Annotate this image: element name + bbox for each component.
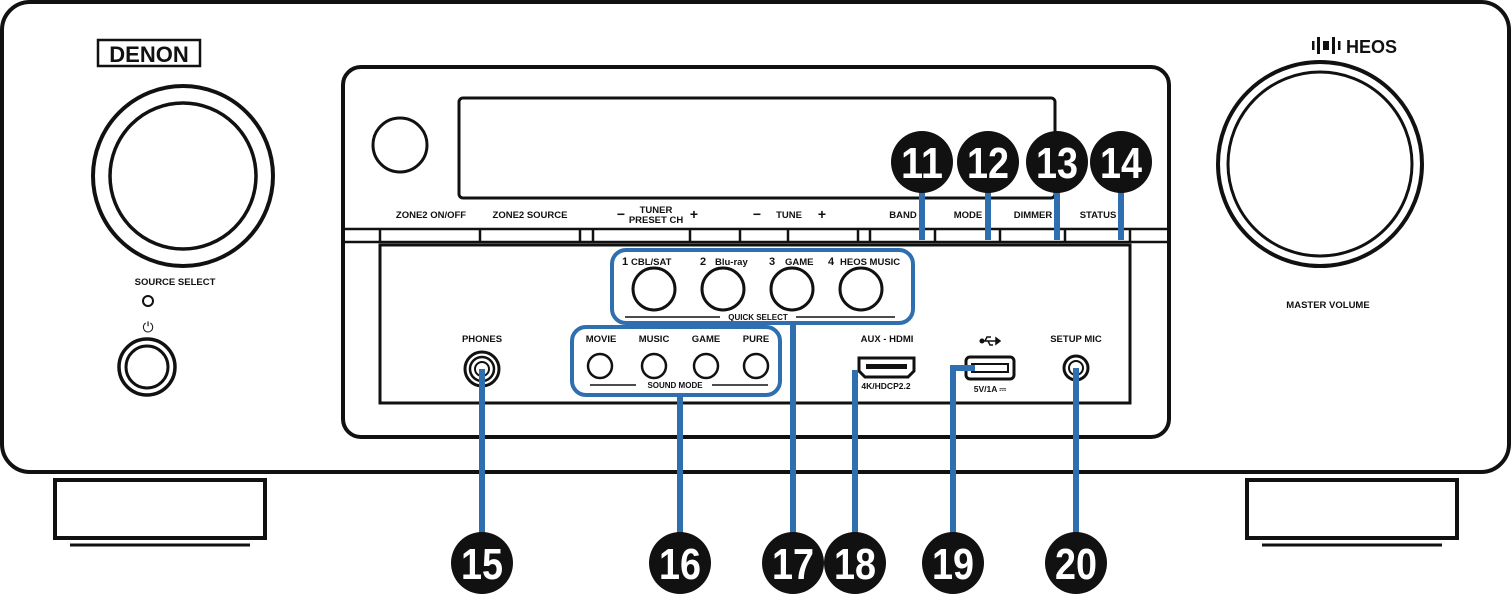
- power-button[interactable]: [117, 337, 177, 397]
- svg-text:19: 19: [932, 540, 974, 589]
- svg-text:4: 4: [828, 256, 835, 268]
- quick-select-1-button[interactable]: [631, 266, 677, 312]
- quick-select-2-button[interactable]: [700, 266, 746, 312]
- svg-text:14: 14: [1100, 139, 1142, 188]
- mode-button[interactable]: MODE: [954, 210, 983, 221]
- sound-mode-label: SOUND MODE: [647, 381, 703, 390]
- callout-13: 13: [1026, 131, 1088, 193]
- svg-text:2: 2: [700, 256, 706, 268]
- callout-12: 12: [957, 131, 1019, 193]
- callout-17: 17: [762, 532, 824, 594]
- source-select-knob[interactable]: [91, 84, 275, 268]
- callout-14: 14: [1090, 131, 1152, 193]
- sound-mode-game-button[interactable]: [692, 352, 720, 380]
- svg-text:12: 12: [967, 139, 1009, 188]
- quick-select-buttons[interactable]: [631, 266, 884, 312]
- quick-select-3-button[interactable]: [769, 266, 815, 312]
- callout-20: 20: [1045, 532, 1107, 594]
- remote-sensor: [371, 116, 429, 174]
- sound-mode-music-button[interactable]: [640, 352, 668, 380]
- svg-text:11: 11: [901, 139, 943, 188]
- zone2-onoff-button[interactable]: ZONE2 ON/OFF: [396, 210, 466, 221]
- source-select-label: SOURCE SELECT: [135, 277, 216, 288]
- band-button[interactable]: BAND: [889, 210, 917, 221]
- tuner-label-line1: TUNER: [640, 205, 673, 216]
- left-foot: [53, 478, 267, 540]
- tuner-preset-minus-button[interactable]: −: [617, 206, 625, 222]
- status-button[interactable]: STATUS: [1080, 210, 1117, 221]
- svg-text:3: 3: [769, 256, 775, 268]
- tune-label: TUNE: [776, 210, 802, 221]
- power-indicator-led: [142, 295, 154, 307]
- usb-icon: [979, 336, 1002, 346]
- callout-15: 15: [451, 532, 513, 594]
- svg-text:1: 1: [622, 256, 628, 268]
- setup-mic-label: SETUP MIC: [1050, 334, 1102, 345]
- master-volume-label: MASTER VOLUME: [1286, 300, 1369, 311]
- usb-spec-label: 5V/1A ⎓: [974, 384, 1008, 394]
- quick-select-labels: 1 CBL/SAT 2 Blu-ray 3 GAME 4 HEOS MUSIC: [622, 256, 900, 268]
- svg-text:20: 20: [1055, 540, 1097, 589]
- tune-plus-button[interactable]: +: [818, 206, 826, 222]
- tune-minus-button[interactable]: −: [753, 206, 761, 222]
- hdmi-port[interactable]: [857, 356, 916, 379]
- denon-logo-box: [96, 38, 202, 68]
- master-volume-knob[interactable]: [1216, 60, 1424, 268]
- svg-text:17: 17: [772, 540, 814, 589]
- sound-mode-highlight: [570, 325, 782, 397]
- phones-label: PHONES: [462, 334, 502, 345]
- quick-select-label: QUICK SELECT: [728, 313, 788, 322]
- svg-text:HEOS MUSIC: HEOS MUSIC: [840, 257, 900, 268]
- tuner-preset-plus-button[interactable]: +: [690, 206, 698, 222]
- svg-text:GAME: GAME: [785, 257, 814, 268]
- svg-text:13: 13: [1036, 139, 1078, 188]
- denon-logo: DENON: [109, 42, 188, 67]
- callout-19: 19: [922, 532, 984, 594]
- hdmi-spec-label: 4K/HDCP2.2: [861, 381, 910, 391]
- svg-text:MOVIE: MOVIE: [586, 334, 617, 345]
- tuner-label-line2: PRESET CH: [629, 215, 684, 226]
- callout-11: 11: [891, 131, 953, 193]
- sound-mode-pure-button[interactable]: [742, 352, 770, 380]
- callout-leader-lines: [479, 180, 1124, 548]
- svg-text:Blu-ray: Blu-ray: [715, 257, 748, 268]
- svg-text:15: 15: [461, 540, 503, 589]
- heos-logo: HEOS: [1346, 37, 1397, 57]
- callout-18: 18: [824, 532, 886, 594]
- svg-text:GAME: GAME: [692, 334, 721, 345]
- callout-16: 16: [649, 532, 711, 594]
- sound-mode-labels: MOVIE MUSIC GAME PURE: [586, 334, 770, 345]
- right-foot: [1245, 478, 1459, 540]
- svg-text:CBL/SAT: CBL/SAT: [631, 257, 672, 268]
- svg-text:MUSIC: MUSIC: [639, 334, 670, 345]
- svg-text:18: 18: [834, 540, 876, 589]
- quick-select-4-button[interactable]: [838, 266, 884, 312]
- zone2-source-button[interactable]: ZONE2 SOURCE: [493, 210, 568, 221]
- heos-icon: [1312, 37, 1341, 54]
- quick-select-highlight: [610, 248, 915, 325]
- power-icon: ⏻: [142, 320, 153, 336]
- svg-text:16: 16: [659, 540, 701, 589]
- aux-hdmi-label: AUX - HDMI: [861, 334, 914, 345]
- button-row-dividers: [378, 229, 1132, 242]
- sound-mode-movie-button[interactable]: [586, 352, 614, 380]
- svg-text:PURE: PURE: [743, 334, 769, 345]
- dimmer-button[interactable]: DIMMER: [1014, 210, 1053, 221]
